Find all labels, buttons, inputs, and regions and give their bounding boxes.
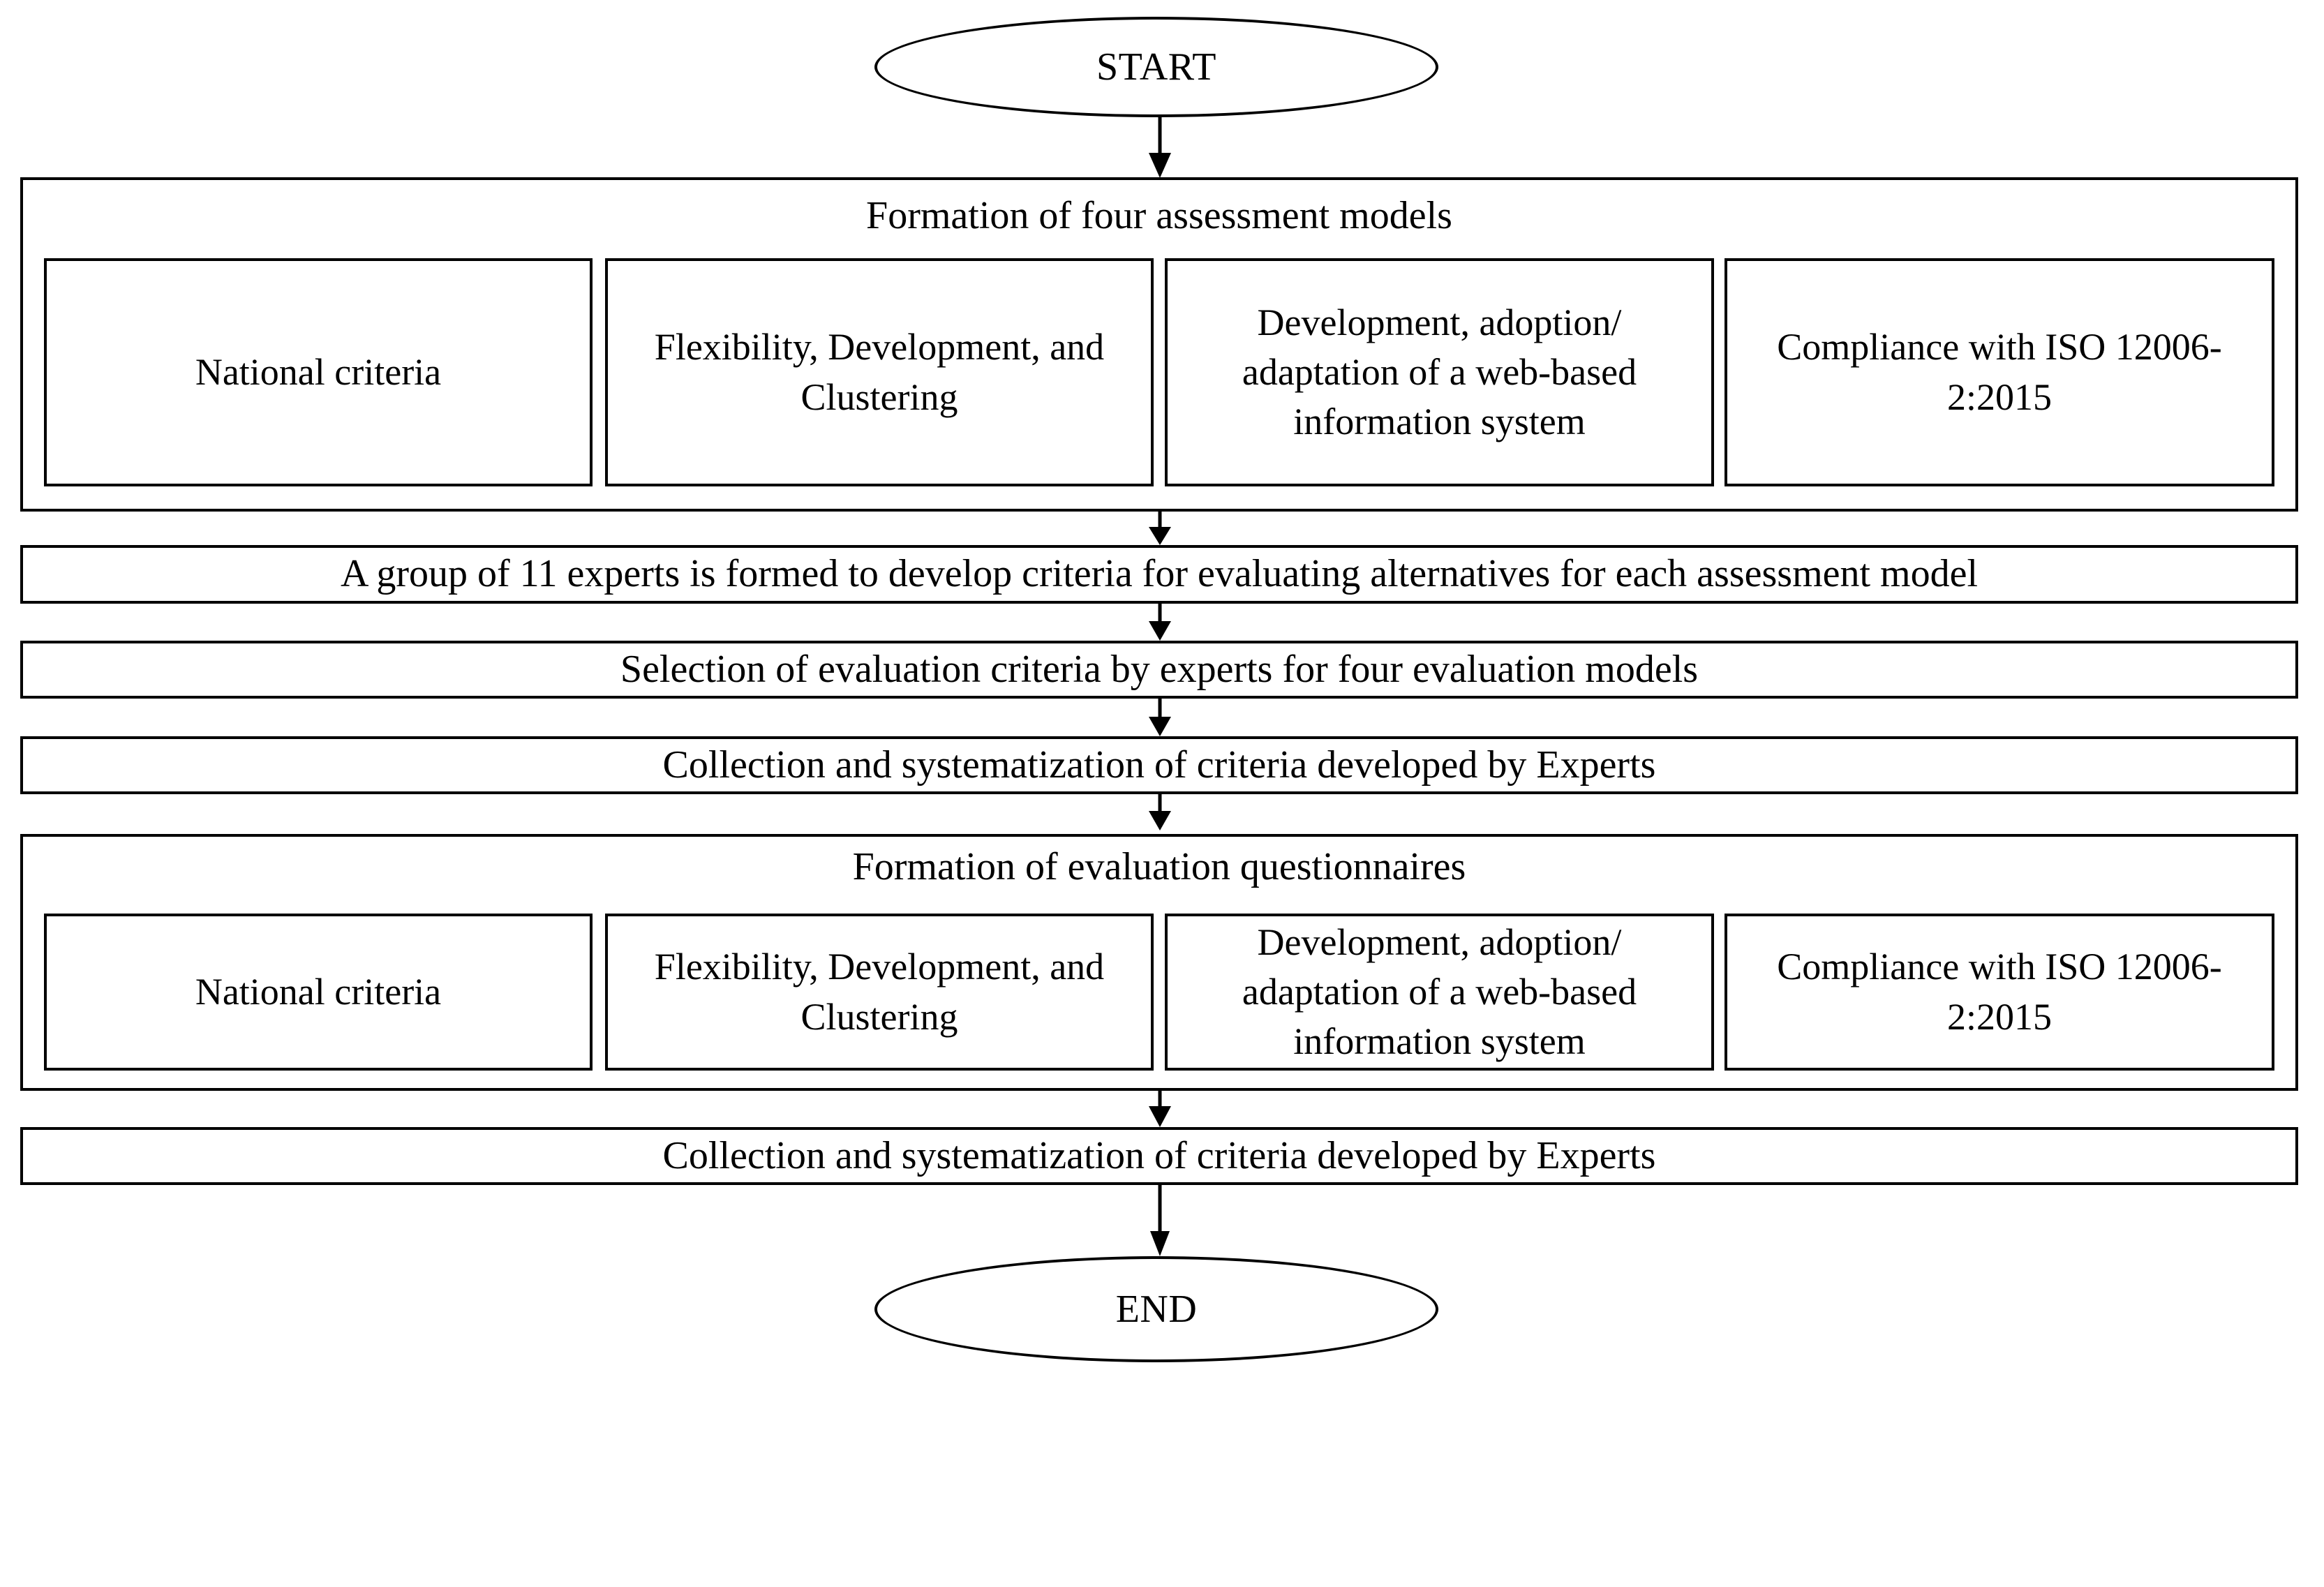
connector-models-to-expert-group xyxy=(1145,512,1175,545)
model-box-web-based-information-system[interactable]: Development, adoption/ adaptation of a w… xyxy=(1165,258,1714,486)
connector-questionnaires-to-collection-second xyxy=(1145,1091,1175,1127)
arrow-down-icon xyxy=(1149,512,1171,545)
questionnaire-box-label: Flexibility, Development, and Clustering xyxy=(654,946,1105,1038)
group-formation-of-evaluation-questionnaires: Formation of evaluation questionnaires N… xyxy=(20,834,2298,1091)
process-expert-group-label: A group of 11 experts is formed to devel… xyxy=(340,552,1979,596)
model-box-label: Development, adoption/ adaptation of a w… xyxy=(1242,301,1637,443)
questionnaire-box-label: Development, adoption/ adaptation of a w… xyxy=(1242,921,1637,1063)
questionnaire-box-label: National criteria xyxy=(195,970,442,1013)
start-label: START xyxy=(1096,45,1216,89)
arrow-down-icon xyxy=(1149,1091,1171,1127)
process-collection-systematization-second[interactable]: Collection and systematization of criter… xyxy=(20,1127,2298,1185)
group-title-formation-models: Formation of four assessment models xyxy=(866,194,1452,237)
model-box-compliance-iso[interactable]: Compliance with ISO 12006-2:2015 xyxy=(1725,258,2274,486)
end-label: END xyxy=(1115,1288,1198,1331)
start-terminator: START xyxy=(874,17,1438,117)
questionnaire-box-web-based-information-system[interactable]: Development, adoption/ adaptation of a w… xyxy=(1165,914,1714,1071)
arrow-down-icon xyxy=(1150,1185,1170,1256)
model-box-national-criteria[interactable]: National criteria xyxy=(44,258,593,486)
model-box-label: Compliance with ISO 12006-2:2015 xyxy=(1777,326,2222,418)
connector-collection-first-to-questionnaires xyxy=(1145,794,1175,830)
connector-expert-group-to-criteria-selection xyxy=(1145,604,1175,641)
connector-criteria-selection-to-collection-first xyxy=(1145,699,1175,736)
arrow-down-icon xyxy=(1149,604,1171,641)
model-box-label: Flexibility, Development, and Clustering xyxy=(654,326,1105,418)
model-boxes-row-2: National criteria Flexibility, Developme… xyxy=(44,914,2274,1071)
model-boxes-row-1: National criteria Flexibility, Developme… xyxy=(44,258,2274,486)
group-formation-of-assessment-models: Formation of four assessment models Nati… xyxy=(20,177,2298,512)
process-expert-group[interactable]: A group of 11 experts is formed to devel… xyxy=(20,545,2298,604)
arrow-down-icon xyxy=(1149,699,1171,736)
connector-start-to-models xyxy=(1145,117,1175,178)
model-box-label: National criteria xyxy=(195,350,442,393)
process-criteria-selection[interactable]: Selection of evaluation criteria by expe… xyxy=(20,641,2298,699)
arrow-down-icon xyxy=(1149,794,1171,830)
group-title-formation-questionnaires: Formation of evaluation questionnaires xyxy=(852,845,1466,888)
questionnaire-box-flexibility-development-clustering[interactable]: Flexibility, Development, and Clustering xyxy=(605,914,1154,1071)
connector-collection-second-to-end xyxy=(1145,1185,1175,1256)
model-box-flexibility-development-clustering[interactable]: Flexibility, Development, and Clustering xyxy=(605,258,1154,486)
process-collection-systematization-first[interactable]: Collection and systematization of criter… xyxy=(20,736,2298,794)
end-terminator: END xyxy=(874,1256,1438,1362)
arrow-down-icon xyxy=(1149,117,1171,178)
questionnaire-box-national-criteria[interactable]: National criteria xyxy=(44,914,593,1071)
process-collection-first-label: Collection and systematization of criter… xyxy=(662,743,1656,787)
questionnaire-box-label: Compliance with ISO 12006-2:2015 xyxy=(1777,946,2222,1038)
process-criteria-selection-label: Selection of evaluation criteria by expe… xyxy=(620,647,1699,691)
questionnaire-box-compliance-iso[interactable]: Compliance with ISO 12006-2:2015 xyxy=(1725,914,2274,1071)
process-collection-second-label: Collection and systematization of criter… xyxy=(662,1133,1656,1177)
